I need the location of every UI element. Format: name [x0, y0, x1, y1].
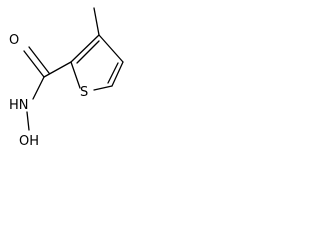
bond-n-o — [26, 111, 30, 131]
bond-carbonyl-n — [32, 76, 45, 100]
atom-label-hydroxyl-oxygen: OH — [19, 134, 39, 149]
molecule-diagram: O HN OH S — [0, 0, 142, 151]
bond-c2-c3 — [70, 34, 100, 63]
bond-methyl — [93, 7, 100, 36]
bond-c3-c4 — [98, 34, 124, 63]
bond-c2-carbonyl — [43, 61, 72, 78]
bond-carbonyl-o-1 — [23, 50, 45, 78]
bond-s-c2 — [70, 61, 81, 89]
atom-label-nitrogen: HN — [9, 98, 29, 113]
atom-label-carbonyl-oxygen: O — [9, 33, 19, 48]
bond-carbonyl-o-2 — [28, 46, 50, 74]
bond-c5-s — [93, 85, 113, 91]
bond-c4-c5-inner — [107, 62, 119, 84]
bond-c4-c5 — [111, 61, 124, 87]
atom-label-sulfur: S — [80, 85, 88, 100]
molecule-structure: O HN OH S — [9, 7, 124, 149]
bond-c2-c3-inner — [76, 40, 100, 64]
